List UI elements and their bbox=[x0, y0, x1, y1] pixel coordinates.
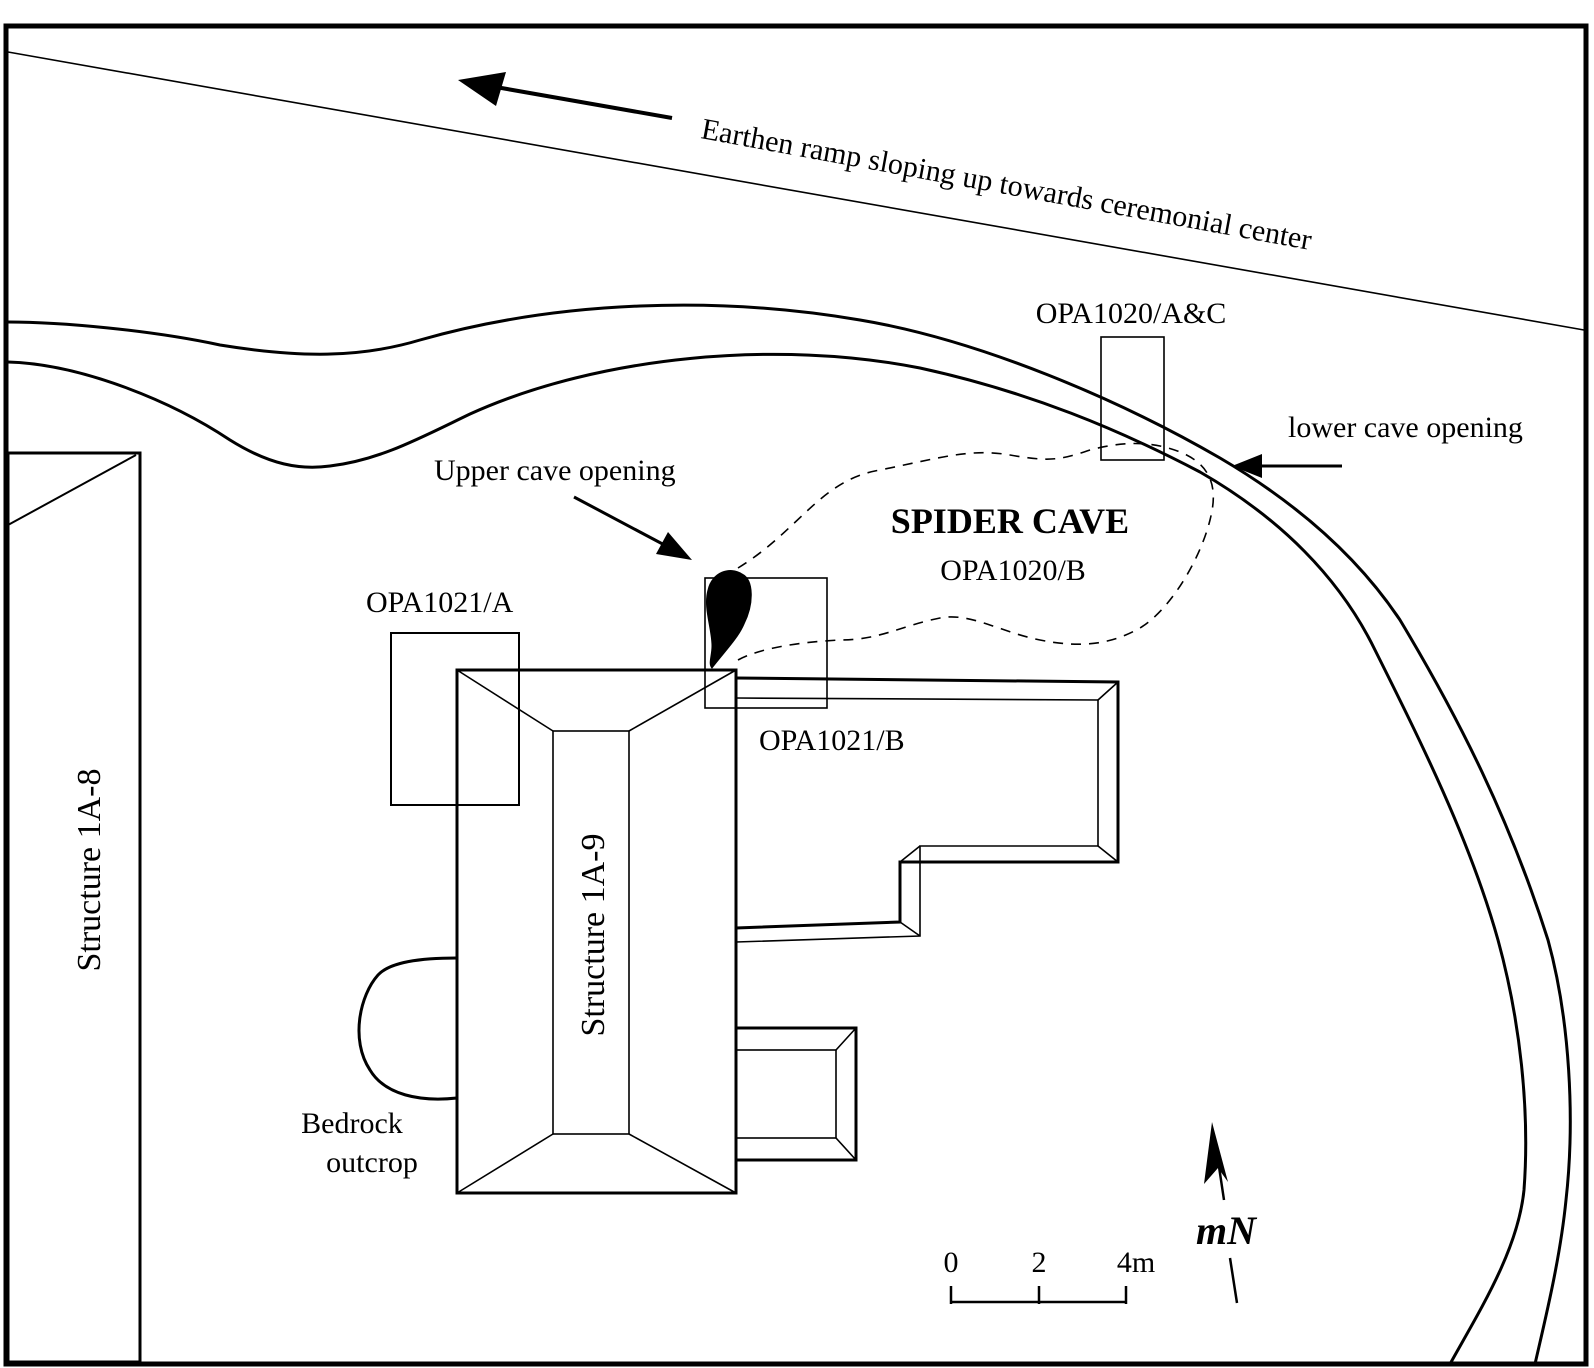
unit-opa1021-a bbox=[390, 632, 520, 806]
ramp-base-edge-inner bbox=[7, 352, 1528, 1365]
scale-tick-0: 0 bbox=[944, 1246, 959, 1279]
scale-tick-2: 2 bbox=[1032, 1246, 1047, 1279]
lower-cave-arrow bbox=[1232, 454, 1342, 478]
lower-cave-label: lower cave opening bbox=[1288, 411, 1523, 444]
unit-opa1021-b bbox=[704, 577, 828, 709]
small-annex bbox=[734, 1026, 858, 1162]
north-arrow-icon bbox=[1204, 1122, 1239, 1304]
cave-name-label: SPIDER CAVE bbox=[891, 501, 1129, 541]
opa1020-ac-label: OPA1020/A&C bbox=[1036, 297, 1227, 330]
structure-1a8 bbox=[6, 451, 142, 1364]
scale-bar bbox=[949, 1286, 1128, 1304]
north-label: mN bbox=[1196, 1208, 1258, 1253]
structure-1a8-label: Structure 1A-8 bbox=[71, 768, 108, 971]
upper-cave-label: Upper cave opening bbox=[434, 454, 676, 487]
unit-opa1020-ac bbox=[1100, 336, 1165, 461]
bedrock-label-line1: Bedrock bbox=[301, 1107, 403, 1140]
spider-cave-outline bbox=[737, 442, 1215, 661]
opa1021-b-label: OPA1021/B bbox=[759, 724, 905, 757]
adjoining-platform bbox=[735, 676, 1120, 943]
ramp-edge-line bbox=[7, 51, 1585, 331]
cave-op-label: OPA1020/B bbox=[940, 554, 1086, 587]
upper-cave-arrow bbox=[573, 495, 692, 560]
structure-1a9-label: Structure 1A-9 bbox=[575, 833, 612, 1036]
map-frame bbox=[3, 23, 1589, 1367]
scale-tick-4m: 4m bbox=[1117, 1246, 1155, 1279]
bedrock-outcrop bbox=[357, 956, 458, 1101]
ramp-base-edge-outer bbox=[7, 303, 1572, 1365]
bedrock-label-line2: outcrop bbox=[326, 1146, 418, 1179]
opa1021-a-label: OPA1021/A bbox=[366, 586, 514, 619]
structure-1a9 bbox=[455, 668, 738, 1195]
upper-cave-opening-shape bbox=[706, 570, 752, 669]
ramp-direction-arrow bbox=[458, 72, 673, 120]
